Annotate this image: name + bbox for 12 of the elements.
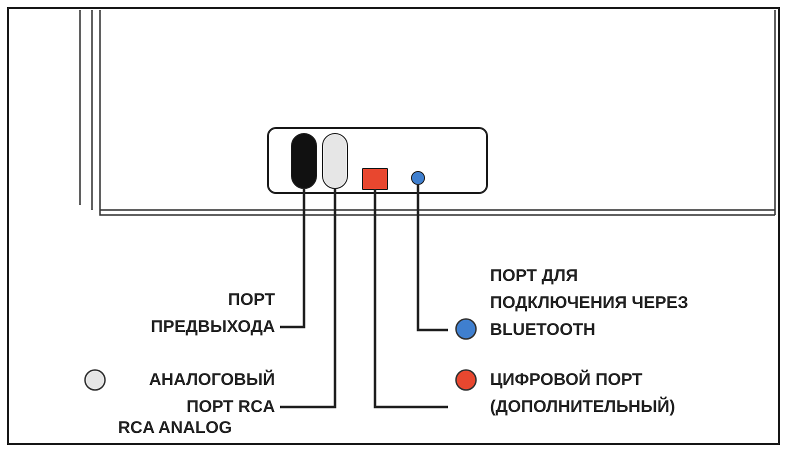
port-label: ЦИФРОВОЙ ПОРТ (ДОПОЛНИТЕЛЬНЫЙ) (490, 366, 750, 420)
rca-jack-pair (322, 133, 348, 189)
port-label: АНАЛОГОВЫЙ ПОРТ RCA (118, 366, 275, 420)
preamp-jack-pair (291, 133, 317, 189)
leader-line (416, 185, 448, 332)
port-label: ПОРТ ПРЕДВЫХОДА (150, 286, 275, 340)
digital-port (362, 168, 388, 190)
leader-line (280, 189, 336, 408)
port-label: RCA ANALOG (118, 418, 232, 438)
leader-line (280, 189, 306, 328)
leader-line (374, 190, 448, 408)
port-label: ПОРТ ДЛЯ ПОДКЛЮЧЕНИЯ ЧЕРЕЗ BLUETOOTH (490, 262, 690, 343)
